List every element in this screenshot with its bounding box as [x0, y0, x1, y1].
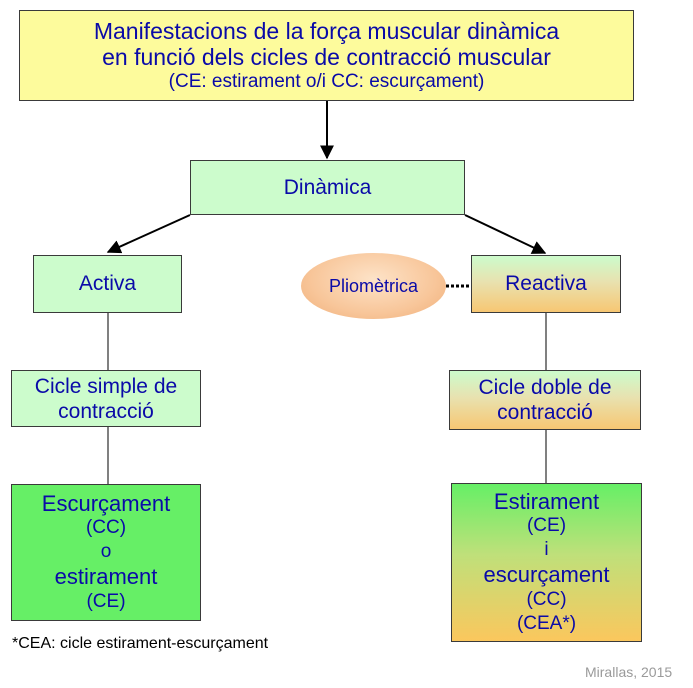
cicle-simple-box: Cicle simple de contracció: [11, 370, 201, 427]
dinamica-box: Dinàmica: [190, 160, 465, 215]
right-result-box: Estirament (CE) i escurçament (CC) (CEA*…: [451, 483, 642, 642]
cicle-simple-line-2: contracció: [58, 399, 154, 423]
right-result-line-3: i: [544, 539, 549, 560]
right-result-line-1: Estirament: [493, 489, 600, 514]
cicle-doble-line-2: contracció: [497, 401, 593, 424]
footnote: *CEA: cicle estirament-escurçament: [12, 635, 269, 652]
title-line-3: (CE: estirament o/i CC: escurçament): [168, 70, 485, 92]
dinamica-label: Dinàmica: [283, 175, 372, 199]
left-result-line-1: Escurçament: [41, 491, 171, 516]
cicle-simple-line-1: Cicle simple de: [34, 374, 178, 398]
arrow-dinamica-to-reactiva: [464, 214, 547, 254]
title-line-2: en funció dels cicles de contracció musc…: [102, 43, 551, 70]
left-result-box: Escurçament (CC) o estirament (CE): [11, 484, 201, 621]
reactiva-label: Reactiva: [505, 272, 587, 295]
right-result-line-4: escurçament: [483, 562, 610, 587]
activa-box: Activa: [33, 255, 182, 313]
left-result-line-3: o: [100, 541, 112, 562]
left-result-line-5: (CE): [86, 591, 126, 612]
title-line-1: Manifestacions de la força muscular dinà…: [93, 17, 560, 44]
left-result-line-2: (CC): [85, 517, 127, 538]
arrow-dinamica-to-activa: [106, 214, 191, 254]
right-result-line-5: (CC): [526, 589, 567, 610]
pliometrica-oval: Pliomètrica: [301, 253, 446, 319]
reactiva-box: Reactiva: [471, 255, 621, 313]
right-result-line-6: (CEA*): [516, 613, 577, 634]
cicle-doble-line-1: Cicle doble de: [478, 376, 612, 399]
title-box: Manifestacions de la força muscular dinà…: [19, 10, 634, 101]
credit: Mirallas, 2015: [585, 664, 673, 680]
cicle-doble-box: Cicle doble de contracció: [449, 370, 641, 430]
left-result-line-4: estirament: [54, 564, 158, 589]
pliometrica-label: Pliomètrica: [328, 275, 419, 296]
activa-label: Activa: [78, 272, 137, 295]
right-result-line-2: (CE): [526, 515, 567, 536]
